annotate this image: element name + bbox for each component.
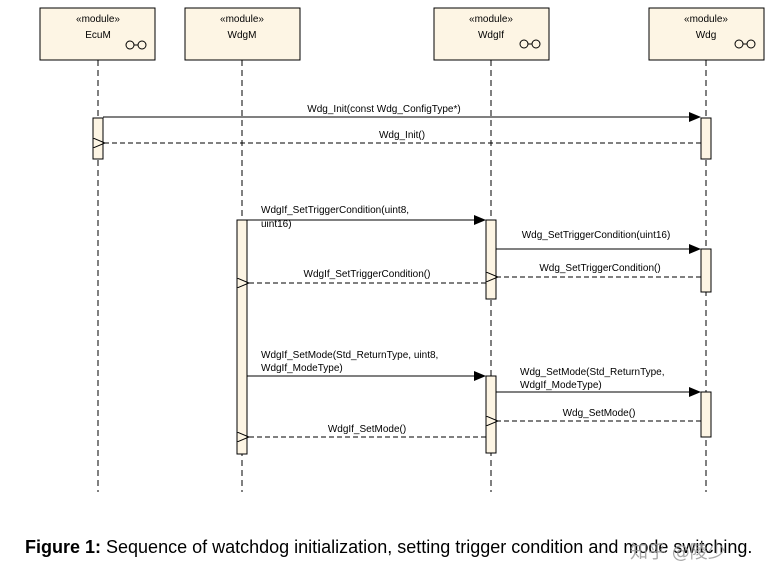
module-ecum: «module» EcuM — [39, 7, 156, 61]
module-name: WdgM — [228, 30, 257, 41]
component-icon — [519, 39, 541, 49]
component-icon — [125, 40, 147, 50]
message-label-wdg-settrigger-return: Wdg_SetTriggerCondition() — [539, 263, 660, 274]
module-name: WdgIf — [478, 30, 504, 41]
activation-wdg-init — [700, 117, 712, 160]
message-label-wdg-setmode-return: Wdg_SetMode() — [563, 408, 636, 419]
component-icon — [734, 39, 756, 49]
message-label-wdg-init-return: Wdg_Init() — [379, 130, 425, 141]
activation-ecum — [92, 117, 104, 160]
activation-wdg-trigger — [700, 248, 712, 293]
activation-wdg-mode — [700, 391, 712, 438]
activation-wdgif-mode — [485, 375, 497, 454]
module-wdg: «module» Wdg — [648, 7, 765, 61]
message-label-wdgif-settrigger-return: WdgIf_SetTriggerCondition() — [304, 269, 431, 280]
module-stereotype: «module» — [684, 14, 728, 25]
activation-wdgm — [236, 219, 248, 455]
message-label-wdgif-setmode-call-line2: WdgIf_ModeType) — [261, 363, 343, 374]
message-label-wdg-setmode-call: Wdg_SetMode(Std_ReturnType, — [520, 367, 665, 378]
message-label-wdgif-setmode-return: WdgIf_SetMode() — [328, 424, 406, 435]
message-label-wdg-setmode-call-line2: WdgIf_ModeType) — [520, 380, 602, 391]
caption-prefix: Figure 1: — [25, 537, 102, 557]
module-wdgif: «module» WdgIf — [433, 7, 550, 61]
message-label-wdg-settrigger-call: Wdg_SetTriggerCondition(uint16) — [522, 230, 671, 241]
module-stereotype: «module» — [76, 14, 120, 25]
caption-text: Sequence of watchdog initialization, set… — [101, 537, 753, 557]
sequence-diagram: «module» EcuM «module» WdgM «module» Wdg… — [39, 7, 765, 492]
watermark: 知乎 @陵少 — [630, 542, 726, 563]
module-wdgm: «module» WdgM — [184, 7, 301, 61]
module-name: EcuM — [85, 30, 111, 41]
module-name: Wdg — [696, 30, 717, 41]
figure-caption: Figure 1: Sequence of watchdog initializ… — [25, 536, 765, 558]
message-label-wdgif-setmode-call: WdgIf_SetMode(Std_ReturnType, uint8, — [261, 350, 438, 361]
message-label-wdgif-settrigger-call-line2: uint16) — [261, 219, 292, 230]
message-label-wdg-init-call: Wdg_Init(const Wdg_ConfigType*) — [307, 104, 460, 115]
module-stereotype: «module» — [469, 14, 513, 25]
activation-wdgif-trigger — [485, 219, 497, 300]
message-label-wdgif-settrigger-call: WdgIf_SetTriggerCondition(uint8, — [261, 205, 409, 216]
module-stereotype: «module» — [220, 14, 264, 25]
